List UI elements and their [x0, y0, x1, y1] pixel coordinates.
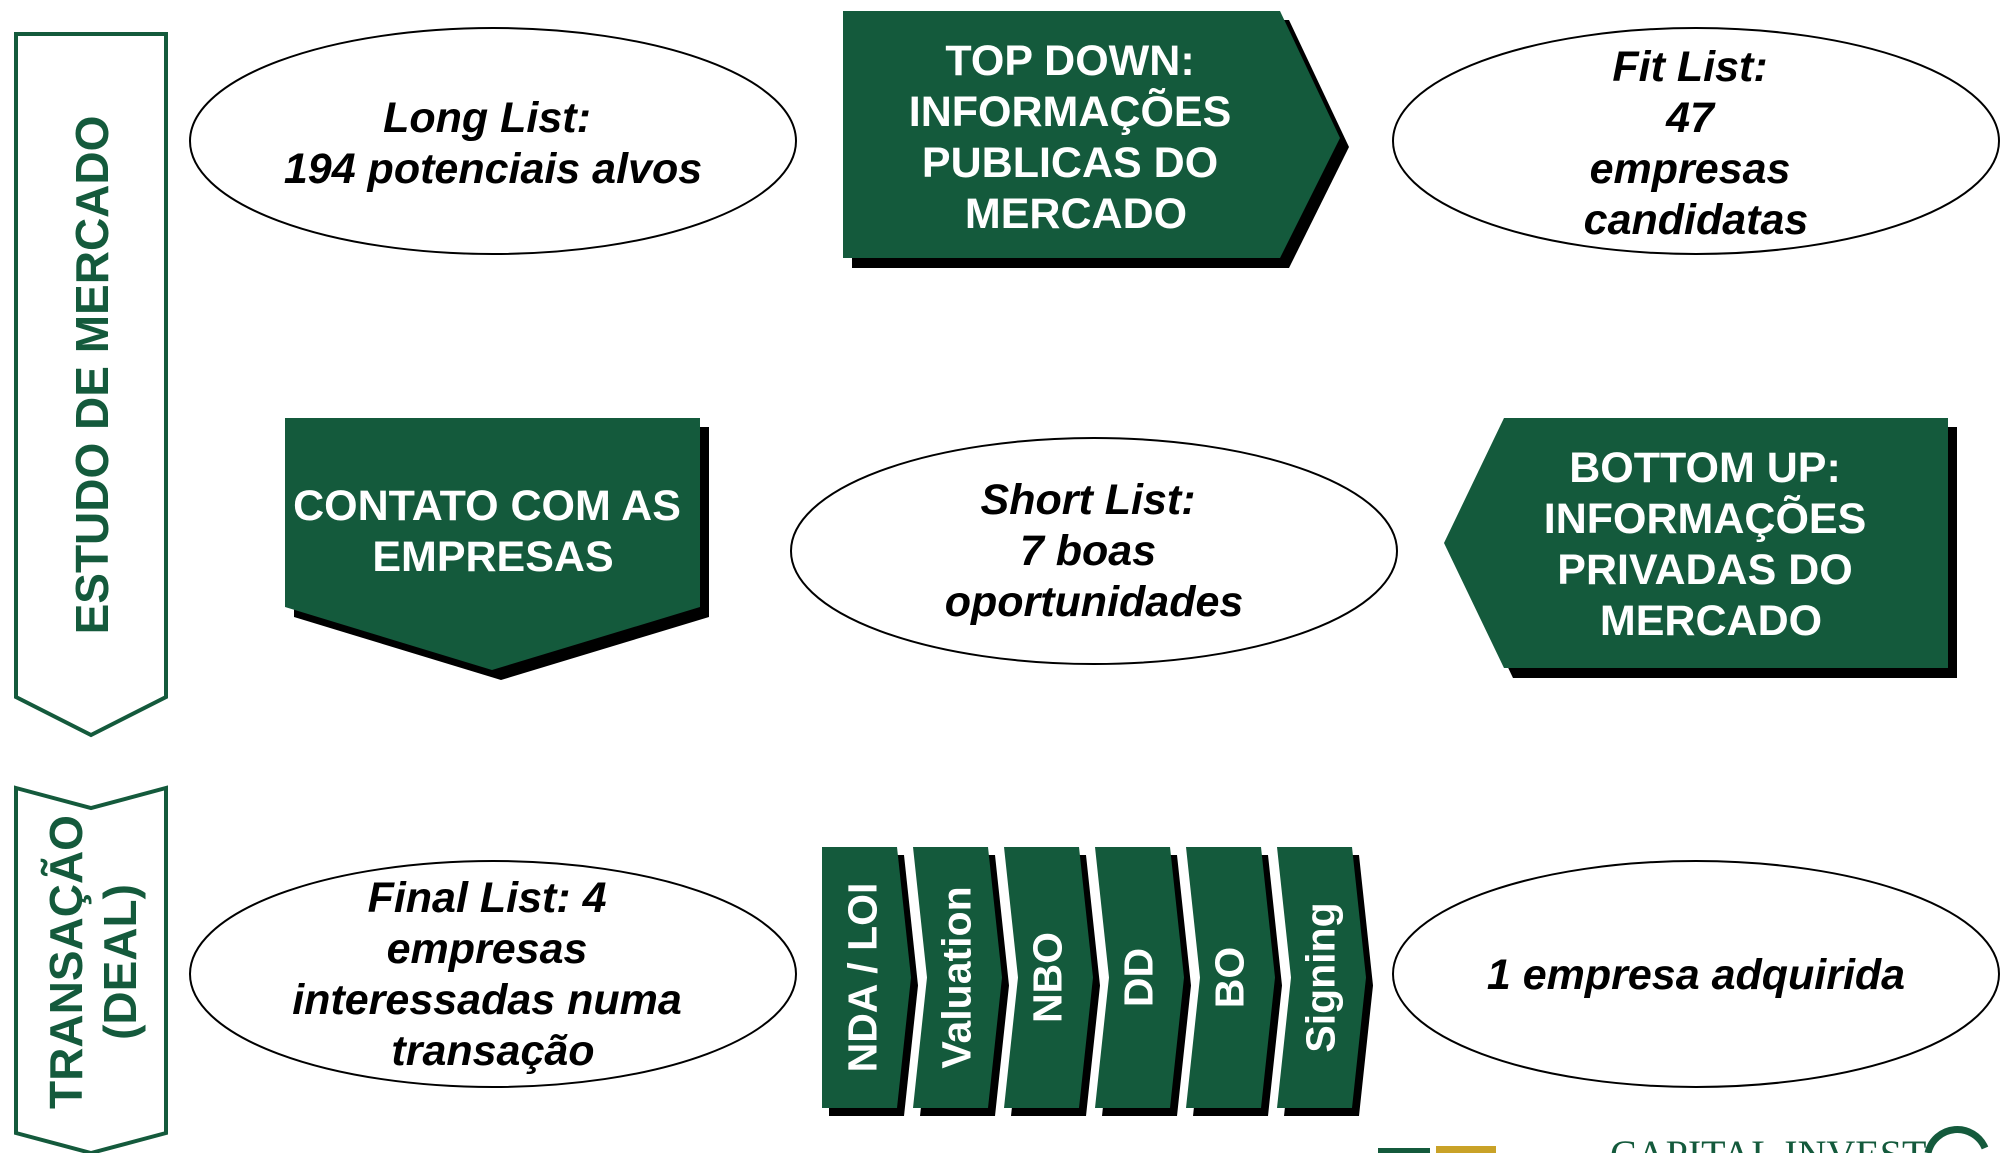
svg-text:TOP DOWN: INFORMAÇÕES: TOP DOWN: INFORMAÇÕES PUBLICAS DO MERCAD… [909, 37, 1243, 238]
deal-steps-chevron-chain: NDA / LOI Valuation NBO DD BO Signing [822, 847, 1373, 1116]
contact-companies-box: CONTATO COM AS EMPRESAS [285, 418, 709, 680]
top-down-line3: PUBLICAS DO [922, 139, 1218, 187]
transaction-label-line1: TRANSAÇÃO [40, 815, 92, 1109]
deal-step-chevron [822, 847, 911, 1108]
final-list-ellipse: Final List: 4 empresas interessadas numa… [189, 860, 797, 1088]
deal-step-chevron [1186, 847, 1275, 1108]
svg-text:Final List: 4 empresas: Final List: 4 empresas interessadas numa… [292, 874, 694, 1075]
top-down-box: TOP DOWN: INFORMAÇÕES PUBLICAS DO MERCAD… [843, 11, 1349, 268]
fit-list-line3: empresas [1590, 145, 1791, 193]
svg-text:Fit List: 47 empre: Fit List: 47 empresas candidatas [1584, 43, 1809, 244]
top-down-line4: MERCADO [965, 190, 1187, 238]
bottom-up-box: BOTTOM UP: INFORMAÇÕES PRIVADAS DO MERCA… [1444, 418, 1957, 678]
svg-text:CONTATO COM AS EMPRESAS: CONTATO COM AS EMPRESAS [293, 482, 693, 581]
deal-step-label: DD [1116, 948, 1162, 1007]
top-down-line2: INFORMAÇÕES [909, 87, 1232, 136]
deal-step-label: NBO [1025, 932, 1071, 1023]
svg-text:Long List: 194 potenciai: Long List: 194 potenciais alvos [284, 94, 702, 193]
deal-step-label: Signing [1298, 902, 1344, 1052]
acquired-company-ellipse: 1 empresa adquirida [1392, 860, 2000, 1088]
fit-list-title: Fit List: [1612, 43, 1767, 91]
short-list-title: Short List: [981, 476, 1196, 524]
deal-step-chevron [913, 847, 1002, 1108]
contact-line1: CONTATO COM AS [293, 482, 681, 530]
acquired-company-text: 1 empresa adquirida [1487, 951, 1905, 999]
transaction-label-line2: (DEAL) [94, 884, 146, 1040]
svg-text:BOTTOM UP: INFORMAÇÕES: BOTTOM UP: INFORMAÇÕES PRIVADAS DO MERCA… [1544, 444, 1878, 645]
top-down-line1: TOP DOWN: [945, 37, 1194, 85]
transaction-phase-arrow: TRANSAÇÃO (DEAL) [14, 785, 168, 1153]
deal-step-chevron [1095, 847, 1184, 1108]
deal-step-label: Valuation [934, 886, 980, 1068]
partner-logo [1378, 1146, 1496, 1153]
capital-invest-logo-mark [1924, 1126, 1989, 1153]
final-list-line4: transação [391, 1027, 594, 1075]
fit-list-line4: candidatas [1584, 196, 1809, 244]
contact-line2: EMPRESAS [372, 533, 613, 581]
svg-text:1 empresa adquirida: 1 empresa adquirida [1487, 951, 1905, 999]
capital-invest-logo-text: CAPITAL INVEST [1610, 1132, 1926, 1153]
bottom-up-line1: BOTTOM UP: [1569, 444, 1841, 492]
deal-step-chevron [1277, 847, 1366, 1108]
fit-list-ellipse: Fit List: 47 empresas candidatas [1392, 27, 2000, 255]
bottom-up-line4: MERCADO [1600, 597, 1822, 645]
long-list-title: Long List: [383, 94, 591, 142]
market-study-phase-arrow: ESTUDO DE MERCADO [14, 32, 168, 738]
long-list-count: 194 potenciais alvos [284, 145, 702, 193]
short-list-ellipse: Short List: 7 boas oportunidades [790, 437, 1398, 665]
final-list-line2: empresas [387, 925, 588, 973]
short-list-count: 7 boas [1020, 527, 1156, 575]
deal-step-label: NDA / LOI [840, 883, 886, 1073]
footer-logos: CAPITAL INVEST [1378, 1126, 1989, 1153]
short-list-line3: oportunidades [945, 578, 1244, 626]
deal-step-chevron [1004, 847, 1093, 1108]
bottom-up-line2: INFORMAÇÕES [1544, 494, 1867, 543]
bottom-up-line3: PRIVADAS DO [1557, 546, 1852, 594]
long-list-ellipse: Long List: 194 potenciais alvos [189, 27, 797, 255]
svg-text:Short List: 7 boas: Short List: 7 boas oportunidades [945, 476, 1244, 626]
deal-step-label: BO [1207, 947, 1253, 1009]
final-list-line3: interessadas numa [292, 976, 682, 1024]
final-list-title: Final List: 4 [368, 874, 607, 922]
fit-list-count: 47 [1665, 94, 1716, 142]
market-study-label: ESTUDO DE MERCADO [66, 116, 118, 635]
